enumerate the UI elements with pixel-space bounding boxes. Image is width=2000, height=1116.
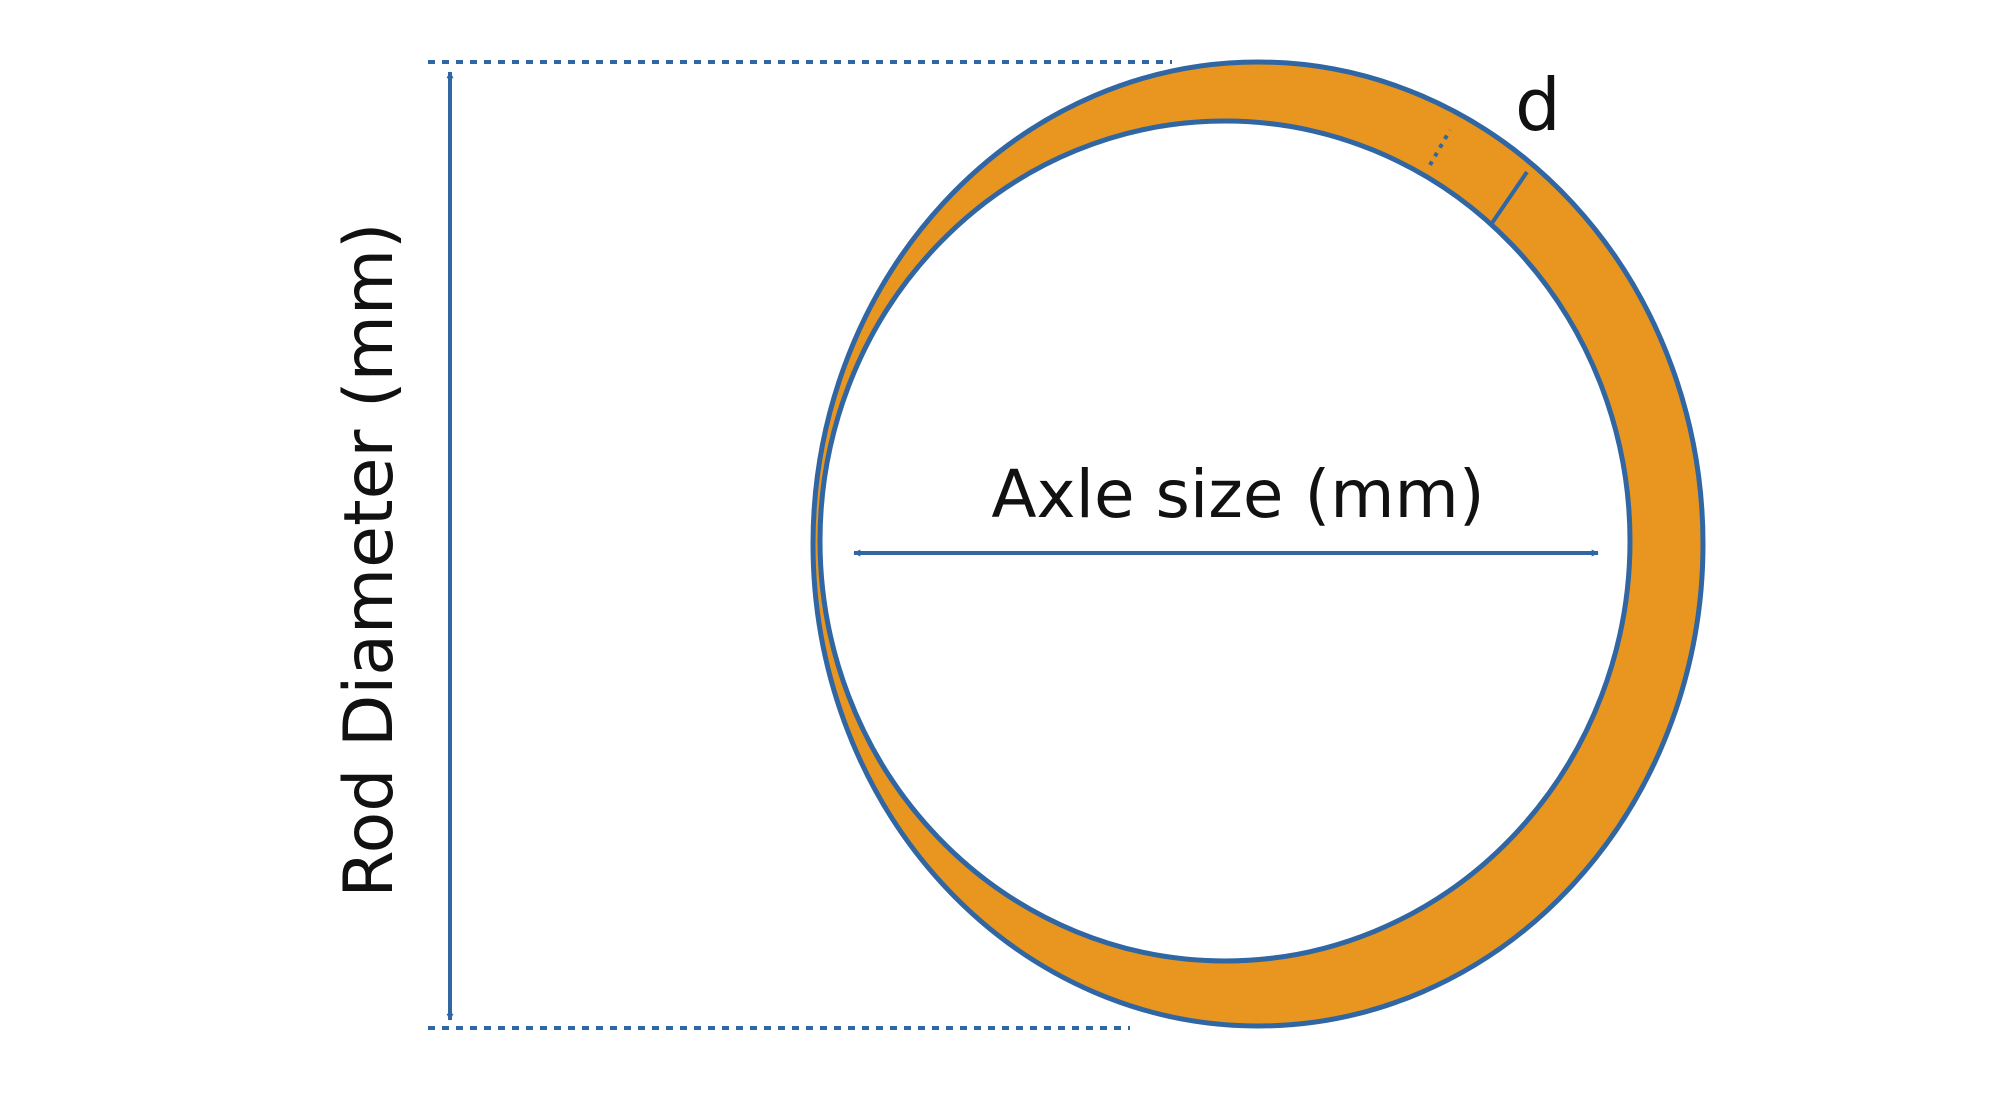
- ring: [810, 59, 1706, 1029]
- thickness-label: d: [1515, 63, 1561, 147]
- ring-body: [813, 60, 1703, 1025]
- rod-diameter-label: Rod Diameter (mm): [330, 222, 409, 897]
- rod-diameter-dimension: Rod Diameter (mm): [330, 60, 1172, 1030]
- thickness-tick: [1488, 170, 1529, 228]
- ring-outer-edge: [810, 59, 1706, 1029]
- axle-size-dimension: Axle size (mm): [853, 456, 1599, 557]
- thickness-dotted-leader: [1428, 129, 1452, 166]
- thickness-indicator: d: [1428, 63, 1561, 228]
- ring-inner-edge: [817, 118, 1633, 964]
- axle-size-label: Axle size (mm): [991, 456, 1484, 533]
